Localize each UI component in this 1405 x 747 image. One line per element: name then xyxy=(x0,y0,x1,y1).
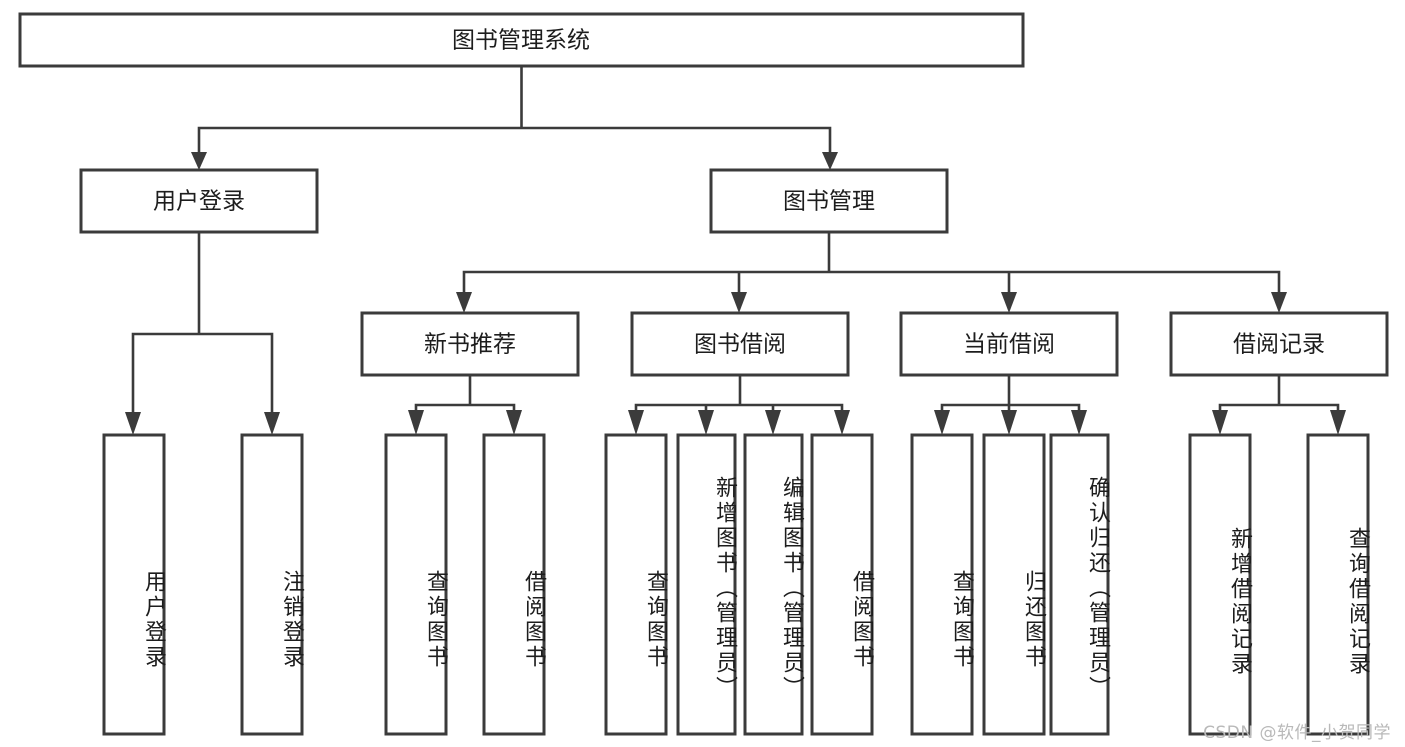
node-current-borrow[interactable] xyxy=(899,311,1119,377)
node-root-label: 图书管理系统 xyxy=(452,28,590,54)
node-borrow-record-label: 借阅记录 xyxy=(1233,332,1325,358)
node-leaf-borrow-book[interactable] xyxy=(810,433,874,736)
node-layer: 图书管理系统 用户登录 图书管理 新书推荐 图书借阅 当前借阅 借阅记录 xyxy=(18,12,1389,736)
edge-userlogin-to-leaves xyxy=(131,230,274,420)
node-user-login-label: 用户登录 xyxy=(153,189,245,215)
arrow-head-book-borrow xyxy=(731,292,747,313)
edge-root-to-level2 xyxy=(197,64,832,160)
node-leaf-return-book[interactable] xyxy=(982,433,1046,736)
arrow-head-leaf-add-book xyxy=(698,410,714,435)
node-book-borrow[interactable] xyxy=(630,311,850,377)
node-leaf-confirm-return[interactable] xyxy=(1049,433,1110,736)
arrow-head-leaf-user-logout xyxy=(264,412,280,435)
node-book-manage-label: 图书管理 xyxy=(783,189,875,215)
arrow-head-leaf-add-record xyxy=(1212,410,1228,435)
node-leaf-user-logout[interactable] xyxy=(240,433,304,736)
edge-bookmanage-to-level3 xyxy=(462,230,1281,300)
arrow-head-leaf-query-book-rec xyxy=(408,410,424,435)
arrow-head-leaf-borrow-book-rec xyxy=(506,410,522,435)
arrow-head-leaf-confirm-return xyxy=(1071,410,1087,435)
node-borrow-record[interactable] xyxy=(1169,311,1389,377)
arrow-head-book-manage xyxy=(822,152,838,170)
node-leaf-edit-book[interactable] xyxy=(743,433,804,736)
edge-bookborrow-to-leaves xyxy=(634,373,844,420)
arrow-head-leaf-user-login xyxy=(125,412,141,435)
node-leaf-query-record[interactable] xyxy=(1306,433,1370,736)
arrow-head-leaf-borrow-book xyxy=(834,410,850,435)
arrow-head-current-borrow xyxy=(1001,292,1017,313)
node-leaf-query-book-rec[interactable] xyxy=(384,433,448,736)
node-book-manage[interactable] xyxy=(709,168,949,234)
arrow-head-leaf-query-book-borrow xyxy=(628,410,644,435)
node-book-borrow-label: 图书借阅 xyxy=(694,332,786,358)
edge-borrowrecord-to-leaves xyxy=(1218,373,1340,420)
edge-layer xyxy=(125,64,1346,435)
arrow-head-new-book-rec xyxy=(456,292,472,313)
csdn-watermark: CSDN @软件_小贺同学 xyxy=(1203,723,1391,743)
node-leaf-user-login[interactable] xyxy=(102,433,166,736)
node-leaf-add-record[interactable] xyxy=(1188,433,1252,736)
node-leaf-query-book-borrow[interactable] xyxy=(604,433,668,736)
node-leaf-add-book[interactable] xyxy=(676,433,737,736)
arrow-head-leaf-return-book xyxy=(1001,410,1017,435)
node-leaf-query-book-cur[interactable] xyxy=(910,433,974,736)
node-new-book-rec[interactable] xyxy=(360,311,580,377)
arrow-head-borrow-record xyxy=(1271,292,1287,313)
arrow-head-leaf-query-book-cur xyxy=(934,410,950,435)
arrow-head-user-login xyxy=(191,152,207,170)
arrow-head-leaf-edit-book xyxy=(765,410,781,435)
node-leaf-borrow-book-rec[interactable] xyxy=(482,433,546,736)
node-user-login[interactable] xyxy=(79,168,319,234)
edge-newbook-to-leaves xyxy=(414,373,516,420)
node-current-borrow-label: 当前借阅 xyxy=(963,332,1055,358)
arrow-head-leaf-query-record xyxy=(1330,410,1346,435)
node-new-book-rec-label: 新书推荐 xyxy=(424,332,516,358)
node-root[interactable] xyxy=(18,12,1025,68)
